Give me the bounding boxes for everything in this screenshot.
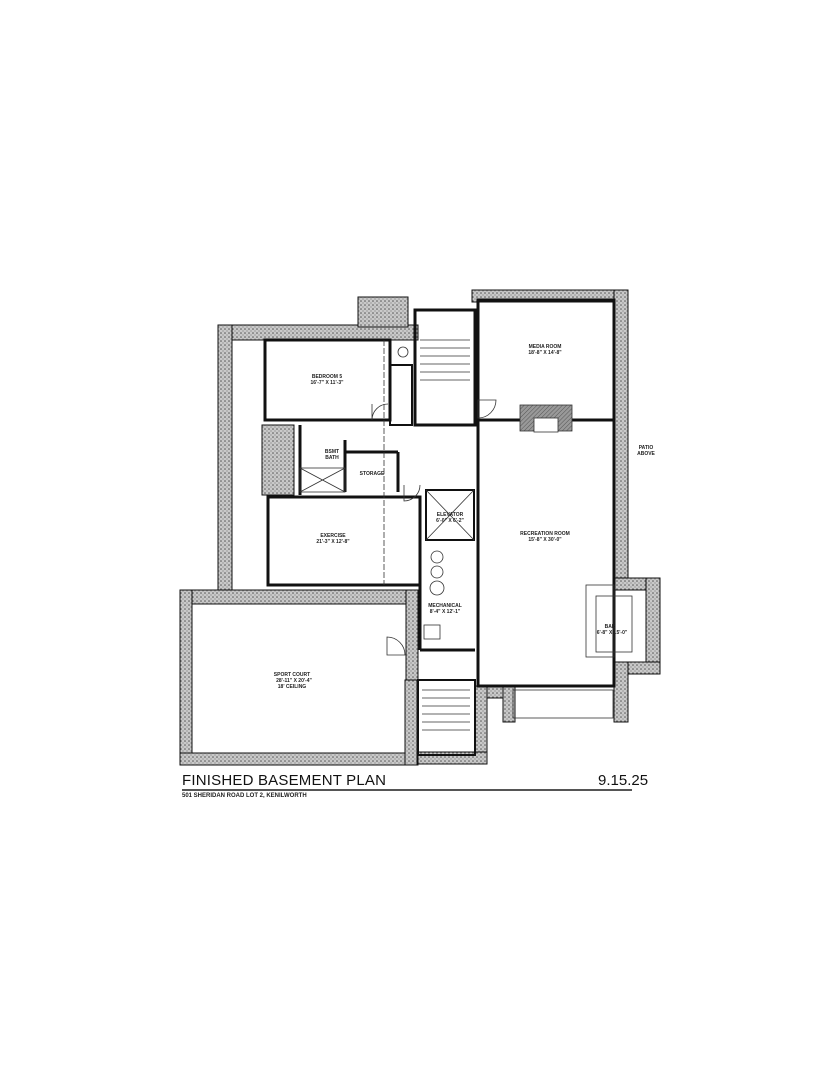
media-label: MEDIA ROOM [529, 344, 562, 350]
recreation-size: 15'-8" X 30'-0" [528, 537, 562, 543]
sport-court-ceiling: 18' CEILING [278, 684, 307, 690]
recreation-label: RECREATION ROOM [520, 531, 570, 537]
bath-label-2: BATH [325, 455, 339, 461]
storage-label: STORAGE [360, 471, 385, 477]
mechanical-size: 8'-4" X 12'-1" [430, 609, 461, 615]
bedroom-label: BEDROOM 5 [312, 374, 343, 380]
exercise-label: EXERCISE [320, 533, 346, 539]
bar-label: BAR [605, 624, 616, 630]
elevator-label: ELEVATOR [437, 512, 464, 518]
patio-label: PATIO [639, 445, 654, 451]
bar-size: 6'-8" X 15'-0" [597, 630, 628, 636]
bedroom-size: 16'-7" X 11'-3" [311, 380, 345, 386]
room-labels: BEDROOM 5 16'-7" X 11'-3" MEDIA ROOM 18'… [274, 344, 656, 690]
elevator-size: 6'-0" X 6'-2" [436, 518, 464, 524]
fixtures [299, 339, 633, 731]
mechanical-label: MECHANICAL [428, 603, 462, 609]
bath-label: BSMT [325, 449, 339, 455]
sport-court-size: 28'-11" X 20'-4" [276, 678, 312, 684]
patio-label-2: ABOVE [637, 451, 655, 457]
foundation-walls [179, 289, 661, 766]
plan-date: 9.15.25 [598, 772, 649, 789]
plan-title: FINISHED BASEMENT PLAN [182, 772, 387, 789]
title-underline [182, 789, 632, 791]
interior-walls [263, 298, 616, 756]
plan-address: 501 SHERIDAN ROAD LOT 2, KENILWORTH [182, 793, 307, 799]
media-size: 18'-8" X 14'-8" [528, 350, 562, 356]
exercise-size: 21'-3" X 12'-8" [316, 539, 350, 545]
sport-court-label: SPORT COURT [274, 672, 310, 678]
